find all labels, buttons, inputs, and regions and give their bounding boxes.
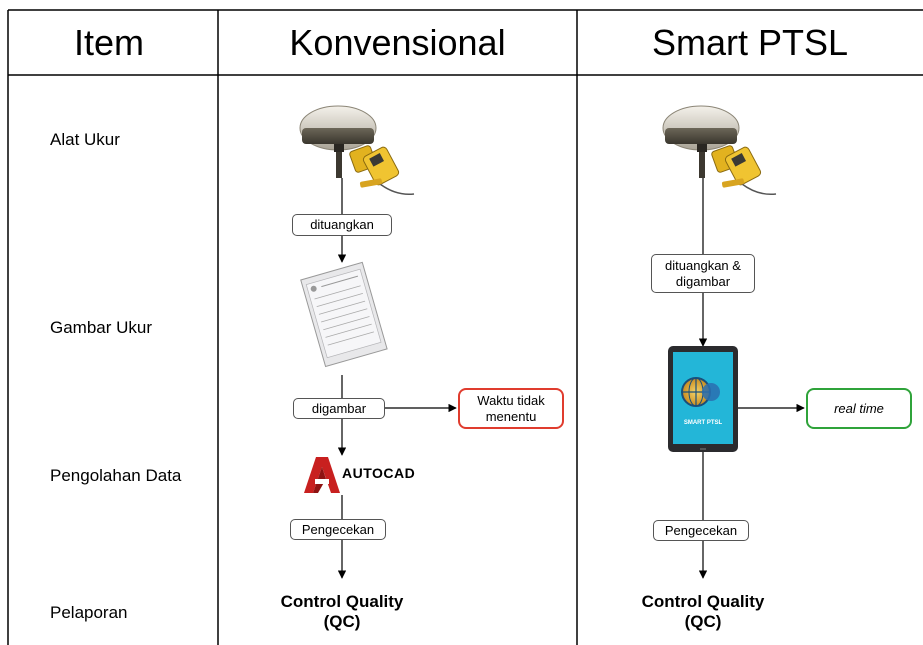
step-digambar: digambar — [293, 398, 385, 419]
row-label-pelaporan: Pelaporan — [50, 603, 128, 622]
gnss-receiver-icon — [662, 105, 740, 178]
row-label-alat-ukur: Alat Ukur — [50, 130, 120, 149]
result-qc-smart: Control Quality (QC) — [603, 592, 803, 632]
row-label-gambar-ukur: Gambar Ukur — [50, 318, 153, 337]
result-qc-line2: (QC) — [684, 612, 722, 631]
table-frame — [7, 9, 923, 645]
step-dituangkan: dituangkan — [292, 214, 392, 236]
note-waktu-tidak-menentu: Waktu tidak menentu — [458, 388, 564, 429]
result-qc-konvensional: Control Quality (QC) — [242, 592, 442, 632]
step-pengecekan-konvensional: Pengecekan — [290, 519, 386, 540]
autocad-label: AUTOCAD — [342, 465, 416, 481]
header-item: Item — [73, 22, 144, 63]
result-qc-line2: (QC) — [323, 612, 361, 631]
result-qc-line1: Control Quality — [641, 592, 765, 611]
data-collector-icon — [711, 145, 777, 196]
note-real-time: real time — [806, 388, 912, 429]
row-label-pengolahan-data: Pengolahan Data — [50, 466, 182, 485]
data-collector-icon — [349, 145, 415, 196]
result-qc-line1: Control Quality — [280, 592, 404, 611]
konvensional-flow-lines — [337, 178, 457, 579]
paper-form-icon — [300, 261, 388, 368]
header-smart-ptsl: Smart PTSL — [651, 22, 849, 63]
header-konvensional: Konvensional — [289, 22, 506, 63]
tablet-icon — [668, 346, 738, 452]
step-dituangkan-digambar: dituangkan & digambar — [651, 254, 755, 293]
gnss-receiver-icon — [299, 105, 377, 178]
tablet-brand: SMART PTSL — [683, 420, 723, 426]
autocad-logo-icon — [304, 457, 340, 493]
step-pengecekan-smart: Pengecekan — [653, 520, 749, 541]
